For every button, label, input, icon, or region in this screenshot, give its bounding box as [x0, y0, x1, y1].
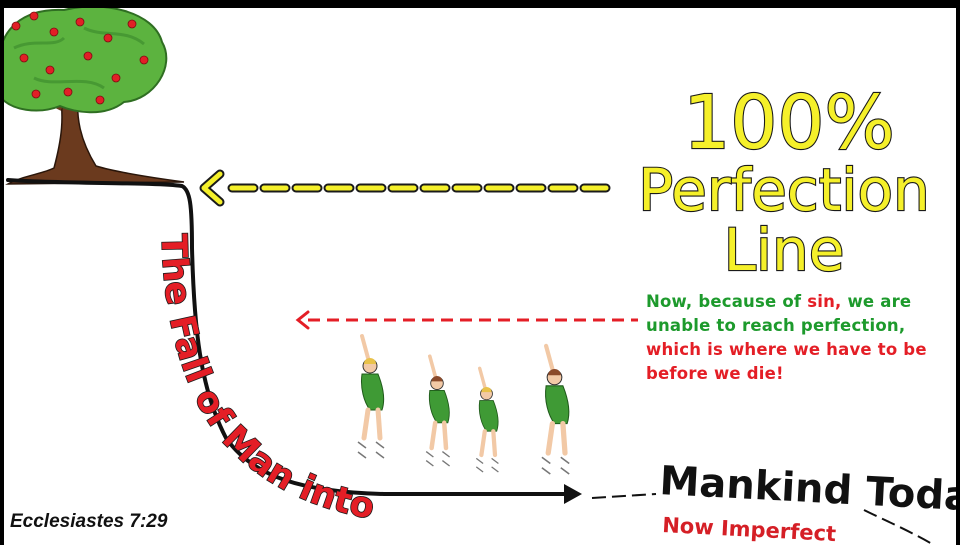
apple-icon — [128, 20, 136, 28]
arrow-right-icon — [564, 484, 582, 504]
scripture-reference: Ecclesiastes 7:29 — [10, 511, 167, 533]
jumping-person-icon — [476, 368, 498, 472]
apple-icon — [64, 88, 72, 96]
explanation-note: Now, because of sin, we are unable to re… — [646, 290, 956, 386]
apple-icon — [104, 34, 112, 42]
headline-line1: 100% — [683, 80, 895, 166]
apple-icon — [84, 52, 92, 60]
apple-icon — [112, 74, 120, 82]
note-sin-word: sin, — [807, 292, 841, 311]
jumping-person-icon — [542, 346, 569, 474]
diagram-canvas: 100% Perfection Line The Fall of Man int… — [4, 8, 956, 545]
note-part3: which is where we have to be before we d… — [646, 340, 927, 383]
headline-line3: Line — [724, 216, 845, 284]
unable-arrow — [298, 312, 638, 328]
apple-icon — [12, 22, 20, 30]
jumping-person-icon — [426, 356, 449, 466]
imperfect-label: Now Imperfect — [662, 513, 837, 545]
jumping-person-icon — [358, 336, 384, 458]
arrow-left-icon — [298, 312, 308, 328]
mankind-label: Mankind Today — [658, 458, 956, 522]
apple-icon — [140, 56, 148, 64]
tree-icon — [4, 8, 184, 184]
diagram-frame: 100% Perfection Line The Fall of Man int… — [4, 8, 956, 545]
apple-icon — [46, 66, 54, 74]
note-part1: Now, because of — [646, 292, 807, 311]
apple-icon — [32, 90, 40, 98]
apple-icon — [20, 54, 28, 62]
apple-icon — [50, 28, 58, 36]
apple-icon — [76, 18, 84, 26]
perfection-arrow — [204, 174, 608, 202]
apple-icon — [96, 96, 104, 104]
apple-icon — [30, 12, 38, 20]
headline-line2: Perfection — [638, 156, 930, 224]
jumping-people — [358, 336, 569, 474]
